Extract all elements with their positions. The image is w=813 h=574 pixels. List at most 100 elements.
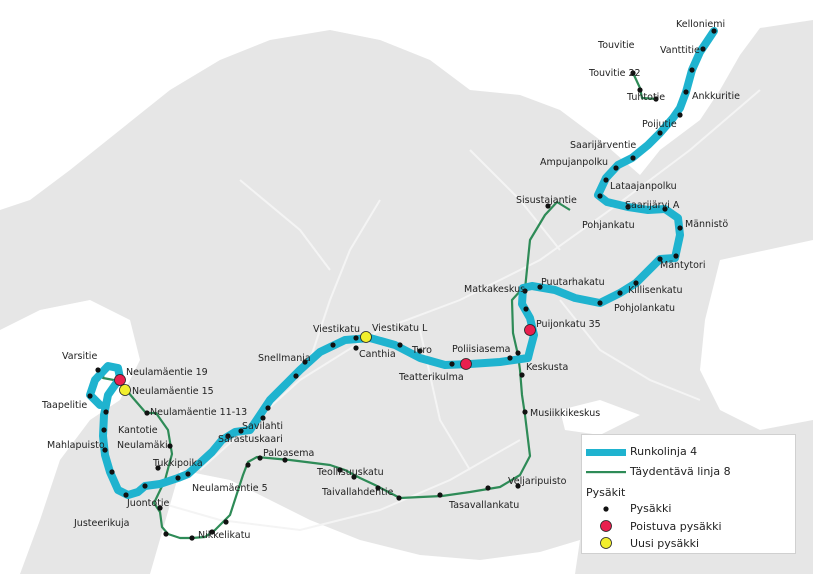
legend-row-new-stop: Uusi pysäkki [582,536,699,550]
label-kelloniemi: Kelloniemi [676,19,725,30]
stop [103,409,109,415]
label-neulamaentie-11-13: Neulamäentie 11-13 [150,407,247,418]
stop-labels: Kelloniemi Touvitie Vanttitie Touvitie 2… [41,19,740,541]
label-juontotie: Juontotie [126,498,170,509]
legend-stops-title: Pysäkit [586,486,626,499]
stop [700,46,706,52]
stop [102,447,108,453]
stop [437,492,443,498]
stop [485,485,491,491]
stop [142,483,148,489]
stop [337,467,343,473]
removed-stop-neulamaentie-19 [114,374,126,386]
label-vanttitie: Vanttitie [660,45,700,56]
stop [625,204,631,210]
label-neulamaki: Neulamäki [117,440,168,451]
label-mantytori: Mäntytori [660,260,705,271]
stop [353,335,359,341]
stop [397,342,403,348]
label-pohjankatu: Pohjankatu [582,220,635,231]
legend-new-stop-label: Uusi pysäkki [630,536,700,550]
stop [163,531,169,537]
label-mahlapuisto: Mahlapuisto [47,440,105,451]
stop [101,427,107,433]
label-killisenkatu: Killisenkatu [628,285,683,296]
legend-stops-title-row: Pysäkit [586,486,625,499]
stop [515,350,521,356]
label-sarastuskaari: Sarastuskaari [218,434,283,445]
label-tasavallankatu: Tasavallankatu [448,500,519,511]
label-kantotie: Kantotie [118,425,158,436]
stop [677,112,683,118]
stop [109,469,115,475]
label-mannisto: Männistö [685,219,728,230]
stop [351,474,357,480]
label-taivallahdentie: Taivallahdentie [321,487,394,498]
label-neulamaentie-5: Neulamäentie 5 [192,483,268,494]
label-taapelitie: Taapelitie [41,400,87,411]
stop [523,306,529,312]
legend-row-route8: Täydentävä linja 8 [582,465,731,478]
stop [673,253,679,259]
new-stop-viestikatu-l [360,331,372,343]
stop [157,505,163,511]
removed-stop-icon [600,520,612,532]
label-musiikkikeskus: Musiikkikeskus [530,408,600,419]
label-neulamaentie-15: Neulamäentie 15 [132,386,214,397]
stop [657,130,663,136]
label-touvitie-22: Touvitie 22 [588,68,641,79]
stop [603,177,609,183]
new-stop-neulamaentie-15 [119,384,131,396]
route-8-line [101,72,658,540]
stop [167,443,173,449]
label-ampujanpolku: Ampujanpolku [540,157,608,168]
label-poijutie: Poijutie [642,119,677,130]
label-varsitie: Varsitie [62,351,97,362]
map-legend: Runkolinja 4 Täydentävä linja 8 Pysäkit … [581,434,796,554]
stop [293,373,299,379]
label-touvitie: Touvitie [597,40,635,51]
stop [189,535,195,541]
label-turo: Turo [411,345,432,356]
legend-row-route4: Runkolinja 4 [582,445,697,458]
label-ankkuritie: Ankkuritie [692,91,740,102]
stop [330,342,336,348]
stop [617,290,623,296]
label-tuhtotie: Tuhtotie [626,92,665,103]
label-tukkipoika: Tukkipoika [152,458,203,469]
label-sisustajantie: Sisustajantie [516,195,577,206]
stop [537,284,543,290]
removed-stop-teatterikulma [460,358,472,370]
legend-removed-stop-label: Poistuva pysäkki [630,519,722,533]
route-8-swatch [586,470,626,473]
new-stop-icon [600,537,612,549]
legend-row-removed-stop: Poistuva pysäkki [582,519,722,533]
stop [353,345,359,351]
label-saarijarventie: Saarijärventie [570,140,636,151]
stop [87,393,93,399]
stop [507,355,513,361]
label-neulamaentie-19: Neulamäentie 19 [126,367,208,378]
stop [260,415,266,421]
stop [522,288,528,294]
label-poliisiasema: Poliisiasema [452,344,510,355]
label-pohjolankatu: Pohjolankatu [614,303,675,314]
stop [597,193,603,199]
stop [630,70,636,76]
stop [223,519,229,525]
label-lataajanpolku: Lataajanpolku [610,181,677,192]
stop [238,428,244,434]
label-veljaripuisto: Veljaripuisto [508,476,567,487]
stop [449,361,455,367]
label-puutarhakatu: Puutarhakatu [541,277,605,288]
stop [519,372,525,378]
stop [653,96,659,102]
stop [257,455,263,461]
label-matkakeskus: Matkakeskus [464,284,525,295]
label-nikkelikatu: Nikkelikatu [198,530,250,541]
stop [662,206,668,212]
stop [175,475,181,481]
stop [265,405,271,411]
legend-route4-label: Runkolinja 4 [630,445,698,458]
removed-stop-puijonkatu-35 [524,324,536,336]
